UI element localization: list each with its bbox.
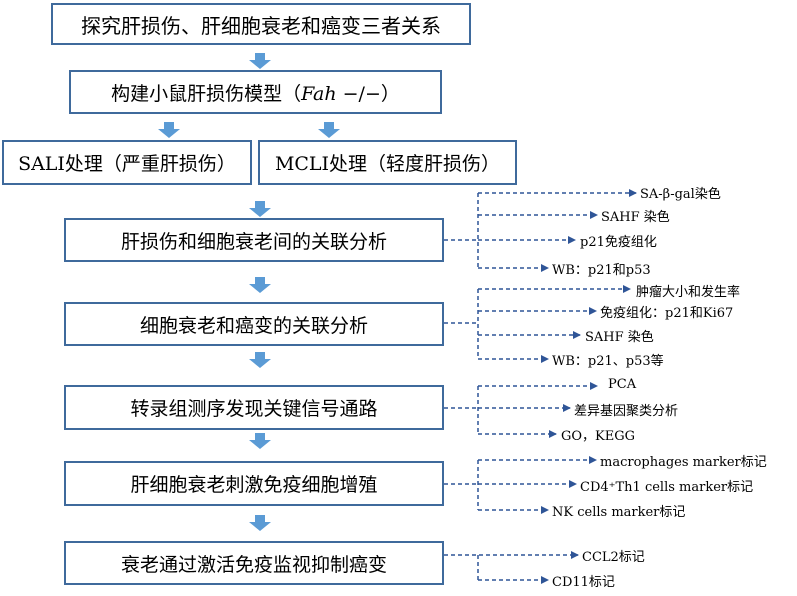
branch-label: CD11标记 bbox=[552, 575, 615, 590]
flow-arrow-1 bbox=[249, 53, 271, 69]
step3-box: 转录组测序发现关键信号通路 bbox=[64, 385, 444, 430]
flow-arrow-3 bbox=[318, 122, 340, 138]
flow-arrow-2 bbox=[158, 122, 180, 138]
mcli-box: MCLI处理（轻度肝损伤） bbox=[258, 140, 517, 185]
sali-box: SALI处理（严重肝损伤） bbox=[2, 140, 252, 185]
model-box: 构建小鼠肝损伤模型（Fah −/−） bbox=[69, 70, 442, 114]
branch-label: p21免疫组化 bbox=[580, 235, 657, 250]
step2-box: 细胞衰老和癌变的关联分析 bbox=[64, 302, 444, 346]
branch-label: 免疫组化：p21和Ki67 bbox=[600, 306, 734, 321]
sali-text: SALI处理（严重肝损伤） bbox=[18, 153, 236, 175]
step2-text: 细胞衰老和癌变的关联分析 bbox=[139, 314, 368, 337]
step4-box: 肝细胞衰老刺激免疫细胞增殖 bbox=[64, 461, 444, 506]
step3-text: 转录组测序发现关键信号通路 bbox=[130, 398, 378, 420]
step5-box: 衰老通过激活免疫监视抑制癌变 bbox=[64, 541, 444, 585]
flow-arrows bbox=[158, 53, 340, 531]
branch-label: CCL2标记 bbox=[582, 550, 645, 565]
title-box: 探究肝损伤、肝细胞衰老和癌变三者关系 bbox=[51, 3, 471, 45]
title-text: 探究肝损伤、肝细胞衰老和癌变三者关系 bbox=[81, 13, 441, 38]
branch-label: 肿瘤大小和发生率 bbox=[636, 285, 741, 300]
branch-label: SAHF 染色 bbox=[601, 210, 670, 225]
model-text: 构建小鼠肝损伤模型（Fah −/−） bbox=[111, 82, 400, 105]
branch-label: NK cells marker标记 bbox=[552, 505, 686, 520]
step1-text: 肝损伤和细胞衰老间的关联分析 bbox=[120, 230, 387, 253]
branch-label: PCA bbox=[608, 377, 637, 392]
branch-label: 差异基因聚类分析 bbox=[574, 404, 679, 419]
branch-label: SA-β-gal染色 bbox=[640, 187, 721, 202]
step4-text: 肝细胞衰老刺激免疫细胞增殖 bbox=[130, 474, 378, 496]
branch-label: WB：p21和p53 bbox=[552, 263, 651, 278]
mcli-text: MCLI处理（轻度肝损伤） bbox=[274, 153, 501, 175]
flow-arrow-5 bbox=[249, 277, 271, 293]
branch-label: macrophages marker标记 bbox=[600, 455, 767, 470]
step5-text: 衰老通过激活免疫监视抑制癌变 bbox=[120, 553, 387, 576]
branch-label: SAHF 染色 bbox=[585, 330, 654, 345]
branch-label: WB：p21、p53等 bbox=[552, 354, 664, 369]
branch-label: GO，KEGG bbox=[561, 429, 636, 444]
flow-arrow-7 bbox=[249, 433, 271, 449]
branch-label: CD4⁺Th1 cells marker标记 bbox=[580, 480, 754, 495]
step1-box: 肝损伤和细胞衰老间的关联分析 bbox=[64, 218, 444, 262]
branch-connectors bbox=[444, 189, 637, 584]
flow-arrow-6 bbox=[249, 352, 271, 368]
flow-arrow-8 bbox=[249, 515, 271, 531]
flow-arrow-4 bbox=[249, 201, 271, 217]
